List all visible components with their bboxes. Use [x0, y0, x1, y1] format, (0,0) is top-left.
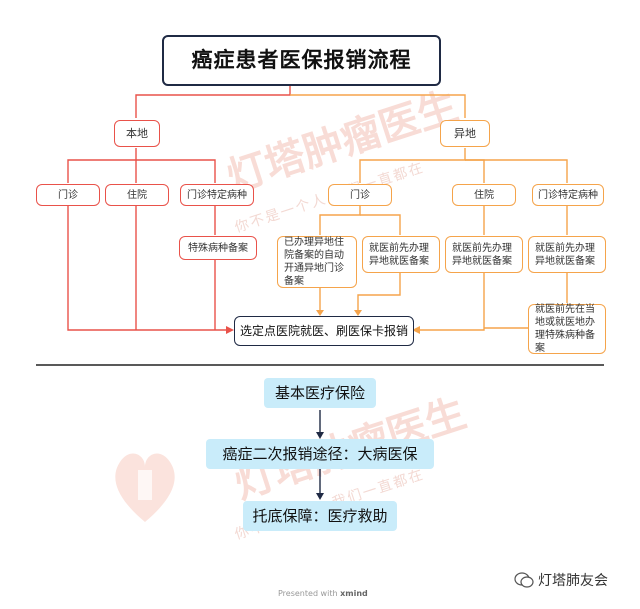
- critical-illness-insurance-node: 癌症二次报销途径：大病医保: [206, 439, 434, 469]
- local-outpatient-node: 门诊: [36, 184, 100, 206]
- local-node: 本地: [114, 120, 160, 147]
- footer-presented: Presented with: [278, 589, 338, 598]
- remote-special-record-note: 就医前先办理异地就医备案: [528, 236, 606, 273]
- watermark-heart-icon: [115, 453, 175, 522]
- page-title: 癌症患者医保报销流程: [162, 35, 441, 86]
- medical-aid-node: 托底保障：医疗救助: [243, 501, 397, 531]
- account-brand: 灯塔肺友会: [514, 570, 608, 590]
- footer-app: xmind: [340, 589, 368, 598]
- remote-special-local-record-note: 就医前先在当地或就医地办理特殊病种备案: [528, 304, 606, 354]
- remote-outpatient-auto-note: 已办理异地住院备案的自动开通异地门诊备案: [277, 236, 357, 288]
- settle-node: 选定点医院就医、刷医保卡报销: [234, 316, 414, 346]
- local-special-record-node: 特殊病种备案: [179, 236, 257, 260]
- remote-inpatient-node: 住院: [452, 184, 516, 206]
- remote-special-disease-node: 门诊特定病种: [532, 184, 604, 206]
- remote-outpatient-record-note: 就医前先办理异地就医备案: [362, 236, 440, 273]
- local-special-disease-node: 门诊特定病种: [180, 184, 254, 206]
- remote-outpatient-node: 门诊: [328, 184, 392, 206]
- remote-node: 异地: [440, 120, 490, 147]
- footer-credit: Presented with xmind: [278, 589, 368, 598]
- remote-inpatient-record-note: 就医前先办理异地就医备案: [445, 236, 523, 273]
- account-name: 灯塔肺友会: [538, 573, 608, 589]
- basic-insurance-node: 基本医疗保险: [264, 378, 376, 408]
- wechat-icon: [514, 572, 534, 588]
- local-inpatient-node: 住院: [105, 184, 169, 206]
